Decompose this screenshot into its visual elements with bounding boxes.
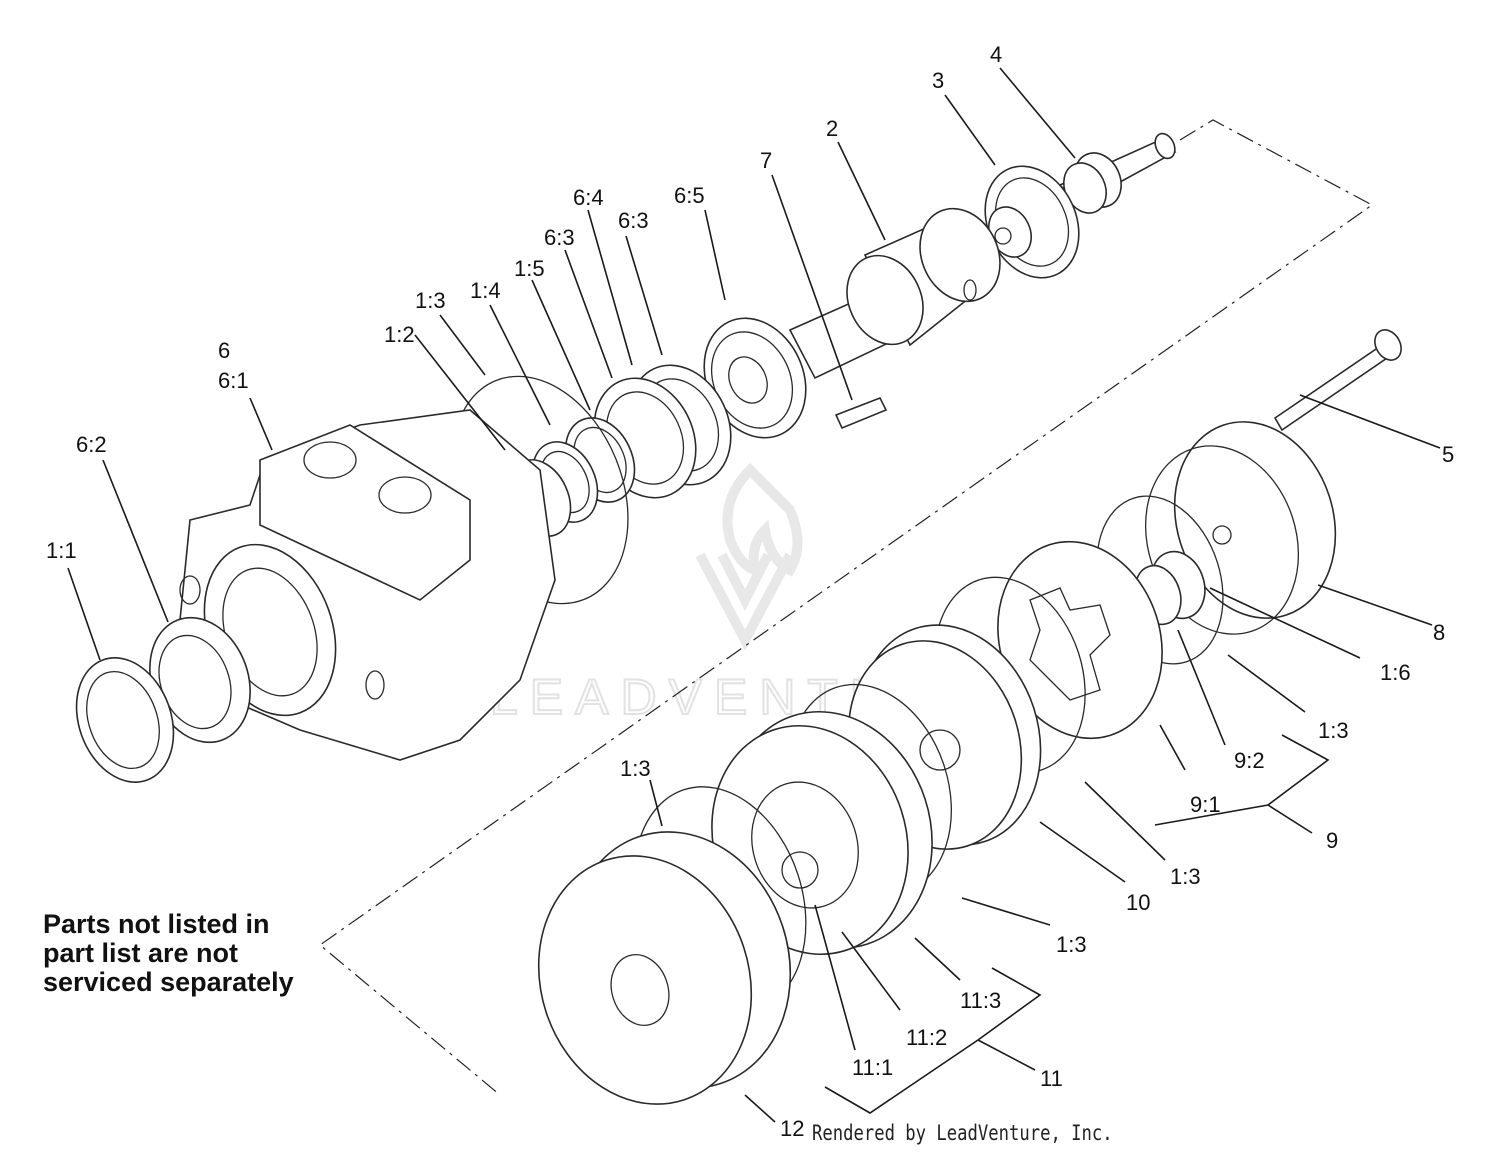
assembly-axis-line <box>319 119 1374 1096</box>
callout-1-3-right: 1:3 <box>1318 718 1349 743</box>
callout-1-6: 1:6 <box>1380 660 1411 685</box>
render-credit: Rendered by LeadVenture, Inc. <box>812 1121 1113 1145</box>
callout-labels: 4 3 2 7 6:5 6:4 6:3 6:3 1:5 1:4 1:3 1:2 … <box>46 42 1454 1141</box>
callout-9-1: 9:1 <box>1190 792 1221 817</box>
callout-10: 10 <box>1126 890 1150 915</box>
part-6-housing <box>179 409 556 761</box>
callout-2: 2 <box>826 116 838 141</box>
callout-6-3-upper: 6:3 <box>618 208 649 233</box>
leader-lines <box>67 67 1441 1123</box>
callout-7: 7 <box>760 148 772 173</box>
part-8-end-cover <box>1144 421 1337 635</box>
callout-9: 9 <box>1326 828 1338 853</box>
callout-6-3-lower: 6:3 <box>544 225 575 250</box>
callout-6-4: 6:4 <box>573 185 604 210</box>
callout-6: 6 <box>218 338 230 363</box>
callout-1-2: 1:2 <box>384 322 415 347</box>
service-note-line-3: serviced separately <box>43 967 294 997</box>
part-3-coupling <box>984 165 1080 279</box>
callout-11: 11 <box>1040 1066 1063 1091</box>
callout-11-3: 11:3 <box>960 988 1001 1013</box>
callout-1-3-left: 1:3 <box>620 756 651 781</box>
part-2-output-shaft <box>788 207 1001 380</box>
part-1-1-shaft-seal <box>75 657 175 783</box>
service-note-line-2: part list are not <box>43 938 239 968</box>
callout-6-5: 6:5 <box>674 183 705 208</box>
callout-8: 8 <box>1433 620 1445 645</box>
callout-1-3-upper: 1:3 <box>415 288 446 313</box>
callout-9-2: 9:2 <box>1234 748 1265 773</box>
callout-11-2: 11:2 <box>906 1025 947 1050</box>
part-4-drive-shaft <box>1058 132 1177 214</box>
part-5-bolt <box>1273 329 1402 432</box>
callout-1-1: 1:1 <box>46 538 77 563</box>
callout-11-1: 11:1 <box>852 1055 893 1080</box>
callout-4: 4 <box>990 42 1002 67</box>
callout-1-4: 1:4 <box>470 278 501 303</box>
part-7-key <box>834 396 888 430</box>
callout-12: 12 <box>780 1116 804 1141</box>
callout-1-3-mid: 1:3 <box>1170 864 1201 889</box>
service-note: Parts not listed in part list are not se… <box>43 910 363 997</box>
callout-1-3-low: 1:3 <box>1056 932 1087 957</box>
callout-1-5: 1:5 <box>514 256 545 281</box>
part-12-end-cap <box>537 831 792 1105</box>
service-note-line-1: Parts not listed in <box>43 909 270 939</box>
callout-6-1: 6:1 <box>218 368 249 393</box>
callout-5: 5 <box>1442 442 1454 467</box>
callout-6-2: 6:2 <box>76 432 107 457</box>
watermark-logo <box>695 462 803 651</box>
callout-3: 3 <box>932 68 944 93</box>
